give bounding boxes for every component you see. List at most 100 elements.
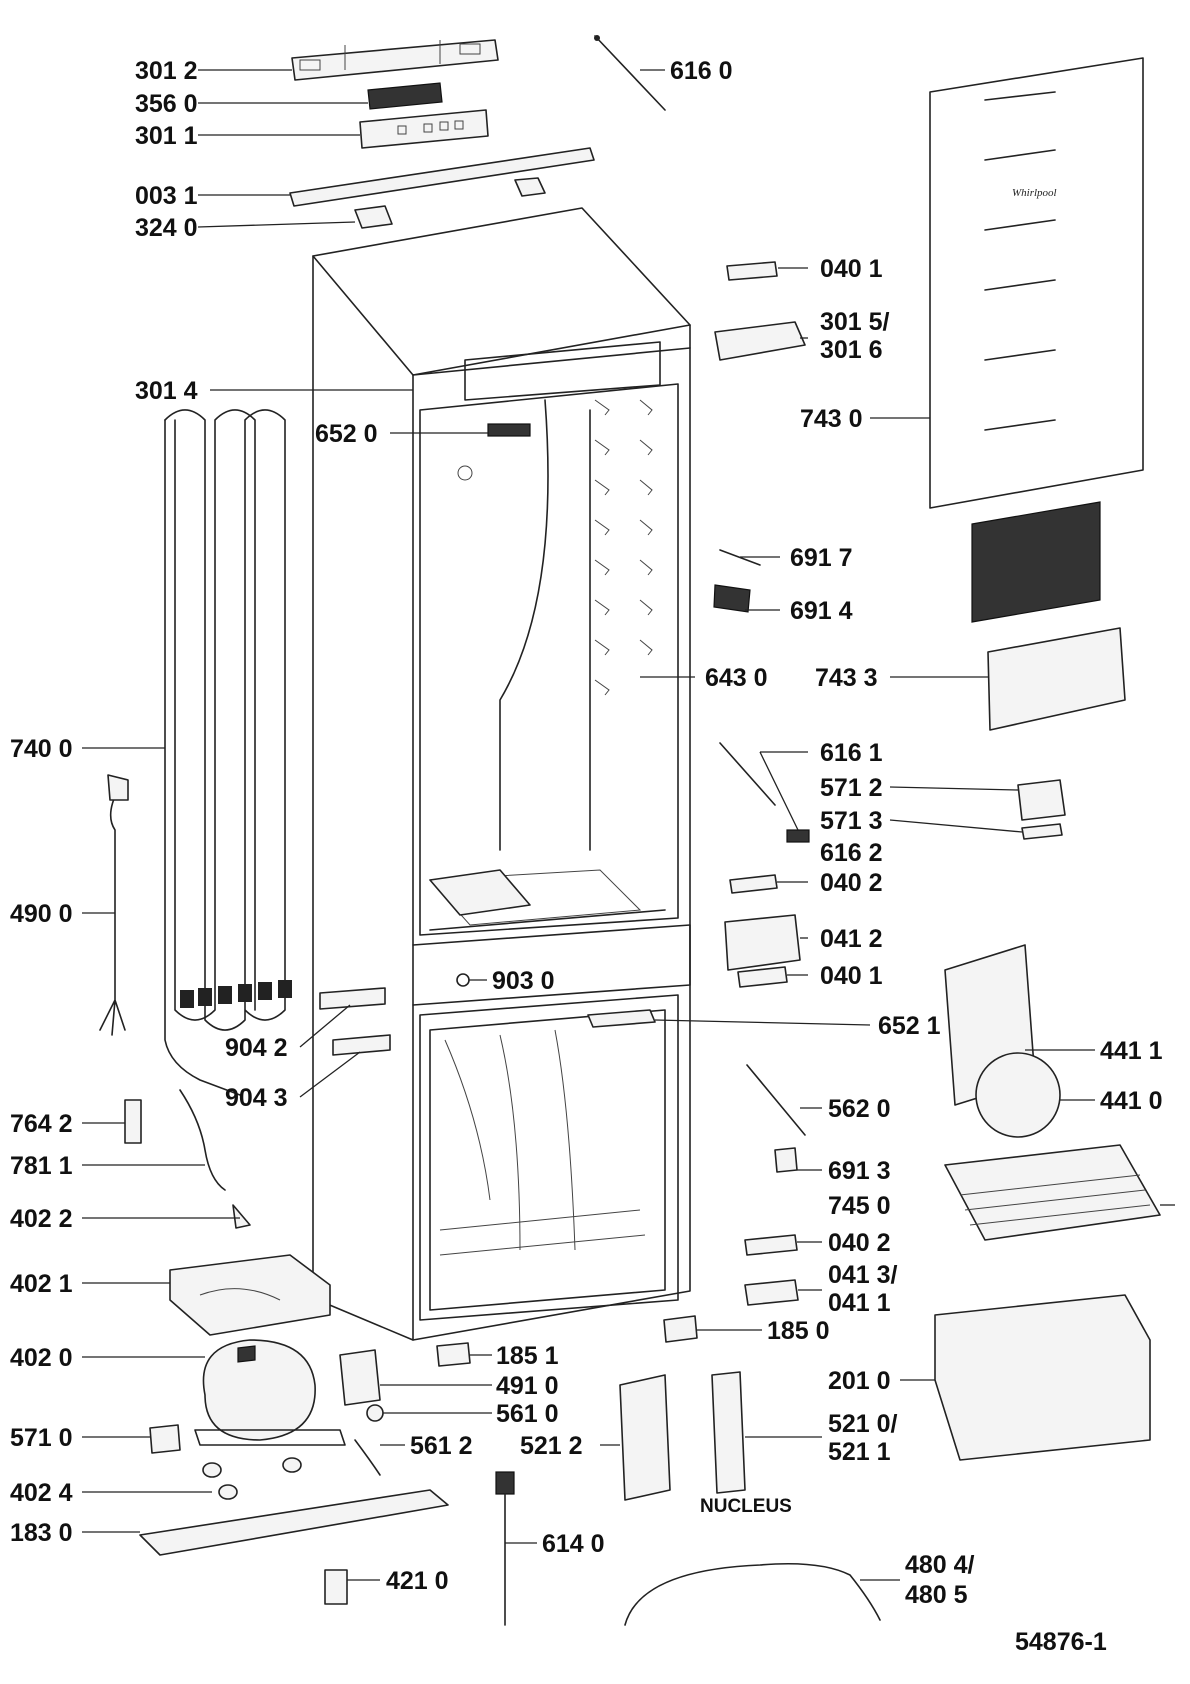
callout-label: 562 0 bbox=[828, 1095, 891, 1123]
callout-label: 421 0 bbox=[386, 1567, 449, 1595]
part-lamp-lower bbox=[587, 1009, 656, 1028]
part-sensor-616-1 bbox=[719, 742, 776, 806]
callout-label: 521 1 bbox=[828, 1438, 891, 1466]
part-caster-right bbox=[663, 1315, 698, 1343]
part-compressor bbox=[194, 1339, 346, 1446]
callout-label: 614 0 bbox=[542, 1530, 605, 1558]
callout-label: 904 2 bbox=[225, 1034, 288, 1062]
callout-label: 301 5/ bbox=[820, 308, 890, 336]
callout-label: 040 2 bbox=[820, 869, 883, 897]
door-logo: Whirlpool bbox=[1012, 187, 1057, 199]
callout-label: 185 1 bbox=[496, 1342, 559, 1370]
part-hinge-cover-b bbox=[332, 1034, 391, 1056]
callout-label: 402 4 bbox=[10, 1479, 73, 1507]
callout-label: 040 1 bbox=[820, 962, 883, 990]
part-sensor-wire bbox=[354, 1439, 381, 1476]
callout-label: 743 0 bbox=[800, 405, 863, 433]
callout-label: 652 1 bbox=[878, 1012, 941, 1040]
part-hinge-041-2 bbox=[724, 914, 801, 971]
part-door bbox=[929, 57, 1144, 623]
part-hinge-top bbox=[726, 261, 778, 281]
part-flap bbox=[1017, 779, 1066, 821]
callout-label: 356 0 bbox=[135, 90, 198, 118]
part-hinge-lower bbox=[737, 966, 788, 988]
callout-label: 441 1 bbox=[1100, 1037, 1163, 1065]
part-thermal-protector bbox=[339, 1349, 381, 1406]
part-top-rail bbox=[289, 147, 595, 229]
part-caster-left bbox=[436, 1342, 471, 1367]
callout-label: 904 3 bbox=[225, 1084, 288, 1112]
callout-label: 571 3 bbox=[820, 807, 883, 835]
callout-labels: 301 2 356 0 301 1 003 1 324 0 616 0 040 … bbox=[10, 57, 1163, 1656]
callout-label: 691 4 bbox=[790, 597, 853, 625]
part-sensor-616-2 bbox=[786, 829, 810, 843]
part-display-front bbox=[359, 109, 489, 149]
part-base-plate bbox=[139, 1489, 449, 1556]
callout-label: 402 2 bbox=[10, 1205, 73, 1233]
callout-label: 491 0 bbox=[496, 1372, 559, 1400]
part-hinge-041-3 bbox=[744, 1279, 799, 1306]
part-hinge-cover-a bbox=[319, 987, 386, 1010]
part-relay bbox=[149, 1424, 181, 1454]
part-hinge-middle bbox=[729, 874, 778, 894]
part-hinge-cover-top bbox=[714, 321, 806, 361]
part-sensor-top bbox=[594, 35, 666, 111]
callout-label: 521 0/ bbox=[828, 1410, 898, 1438]
part-drier bbox=[124, 1099, 142, 1144]
callout-label: 561 0 bbox=[496, 1400, 559, 1428]
part-hinge-bottom bbox=[744, 1234, 798, 1256]
callout-label: 561 2 bbox=[410, 1432, 473, 1460]
callout-label: 745 0 bbox=[828, 1192, 891, 1220]
part-lamp-upper bbox=[487, 423, 531, 437]
callout-label: 652 0 bbox=[315, 420, 378, 448]
callout-label: 903 0 bbox=[492, 967, 555, 995]
part-sensor-cable bbox=[495, 1471, 515, 1626]
part-nucleus-board bbox=[711, 1371, 746, 1494]
part-sensor-561 bbox=[366, 1404, 384, 1422]
part-control-bracket bbox=[291, 39, 499, 81]
part-grommet bbox=[232, 1204, 251, 1229]
part-flap-gasket bbox=[1021, 823, 1063, 840]
callout-label: 183 0 bbox=[10, 1519, 73, 1547]
leader-lines bbox=[82, 69, 1175, 1581]
callout-label: 616 2 bbox=[820, 839, 883, 867]
part-evaporator bbox=[944, 1144, 1161, 1241]
part-wiring-harness bbox=[624, 1562, 881, 1626]
callout-label: 490 0 bbox=[10, 900, 73, 928]
part-clip bbox=[774, 1147, 798, 1173]
part-sensor-562 bbox=[746, 1064, 806, 1136]
part-drip-tray bbox=[169, 1254, 331, 1336]
callout-label: 740 0 bbox=[10, 735, 73, 763]
callout-label: 743 3 bbox=[815, 664, 878, 692]
callout-label: 616 1 bbox=[820, 739, 883, 767]
callout-label: 301 1 bbox=[135, 122, 198, 150]
callout-label: 003 1 bbox=[135, 182, 198, 210]
part-tube bbox=[179, 1089, 226, 1191]
callout-label: 480 5 bbox=[905, 1581, 968, 1609]
callout-label: 521 2 bbox=[520, 1432, 583, 1460]
part-capacitor bbox=[324, 1569, 348, 1605]
callout-label: 781 1 bbox=[10, 1152, 73, 1180]
callout-label: 324 0 bbox=[135, 214, 198, 242]
callout-label: 571 0 bbox=[10, 1424, 73, 1452]
callout-label: 402 0 bbox=[10, 1344, 73, 1372]
callout-label: 691 3 bbox=[828, 1157, 891, 1185]
callout-label: 041 1 bbox=[828, 1289, 891, 1317]
nucleus-caption: NUCLEUS bbox=[700, 1496, 792, 1517]
part-fan bbox=[975, 1052, 1061, 1138]
callout-label: 041 3/ bbox=[828, 1261, 898, 1289]
part-handle-cap bbox=[713, 584, 751, 613]
part-door-bin bbox=[987, 627, 1126, 731]
callout-label: 764 2 bbox=[10, 1110, 73, 1138]
callout-label: 185 0 bbox=[767, 1317, 830, 1345]
part-display-board bbox=[367, 82, 443, 110]
drawing-number: 54876-1 bbox=[1015, 1628, 1107, 1656]
part-condenser bbox=[164, 409, 292, 1096]
part-power-cord bbox=[99, 774, 129, 1036]
callout-label: 441 0 bbox=[1100, 1087, 1163, 1115]
part-control-box bbox=[619, 1374, 671, 1501]
callout-label: 041 2 bbox=[820, 925, 883, 953]
callout-label: 571 2 bbox=[820, 774, 883, 802]
